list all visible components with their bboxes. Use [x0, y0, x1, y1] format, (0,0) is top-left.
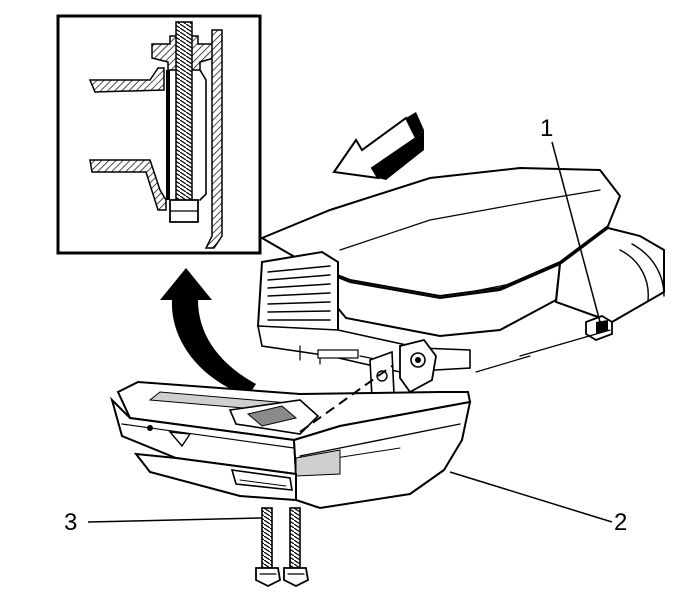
detail-pointer-arrow — [160, 268, 256, 396]
callout-3-leader — [87, 517, 263, 523]
vertical-panel — [204, 29, 223, 249]
callout-2-leader — [449, 471, 613, 523]
detail-inset — [56, 14, 262, 255]
callout-2: 2 — [614, 509, 627, 536]
callout-3: 3 — [64, 509, 77, 536]
fender — [554, 226, 665, 324]
emblem — [168, 431, 192, 448]
fascia-clip — [585, 315, 613, 341]
lower-valance — [133, 452, 297, 502]
vehicle-front — [256, 166, 665, 399]
lower-bracket-flange — [89, 159, 167, 211]
forward-direction-arrow — [332, 112, 424, 180]
callout-1-leader — [551, 141, 601, 323]
bumper-mount-bracket — [369, 338, 437, 399]
upper-bracket-flange — [88, 67, 165, 93]
fog-lamp-hole — [147, 425, 153, 431]
hood — [259, 166, 622, 298]
grille — [256, 250, 339, 340]
bolt-right — [283, 507, 309, 588]
alignment-dashed-line — [299, 365, 393, 433]
bolt-left — [255, 507, 281, 588]
mounting-bolts — [255, 507, 309, 588]
front-bumper-fascia — [110, 365, 472, 510]
bolt-shaft — [175, 21, 193, 203]
callout-1: 1 — [540, 115, 553, 142]
spacer-sleeve — [166, 70, 170, 200]
